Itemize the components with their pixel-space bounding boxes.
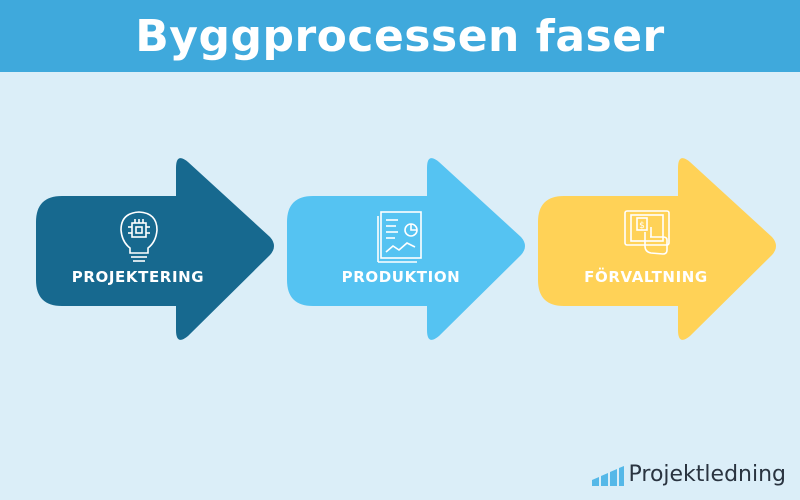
arrow-shape bbox=[538, 158, 776, 340]
bar-chart-logo-icon bbox=[591, 466, 624, 486]
svg-text:$: $ bbox=[639, 221, 645, 231]
brand-name: Projektledning bbox=[628, 462, 787, 487]
phase-arrow-produktion bbox=[287, 158, 525, 340]
arrow-shape bbox=[36, 158, 274, 340]
page-title: Byggprocessen faser bbox=[135, 10, 665, 62]
phase-arrow-forvaltning: $ bbox=[538, 158, 776, 340]
title-banner: Byggprocessen faser bbox=[0, 0, 800, 72]
phase-label-forvaltning: FÖRVALTNING bbox=[584, 268, 708, 286]
brand-logo: Projektledning bbox=[591, 462, 787, 487]
phase-arrow-projektering bbox=[36, 158, 274, 340]
document-chart-icon bbox=[377, 211, 422, 263]
phase-label-projektering: PROJEKTERING bbox=[71, 268, 205, 286]
lightbulb-chip-icon bbox=[120, 211, 158, 262]
phase-label-produktion: PRODUKTION bbox=[341, 268, 461, 286]
arrow-shape bbox=[287, 158, 525, 340]
tablet-dollar-hand-icon: $ bbox=[624, 210, 670, 255]
